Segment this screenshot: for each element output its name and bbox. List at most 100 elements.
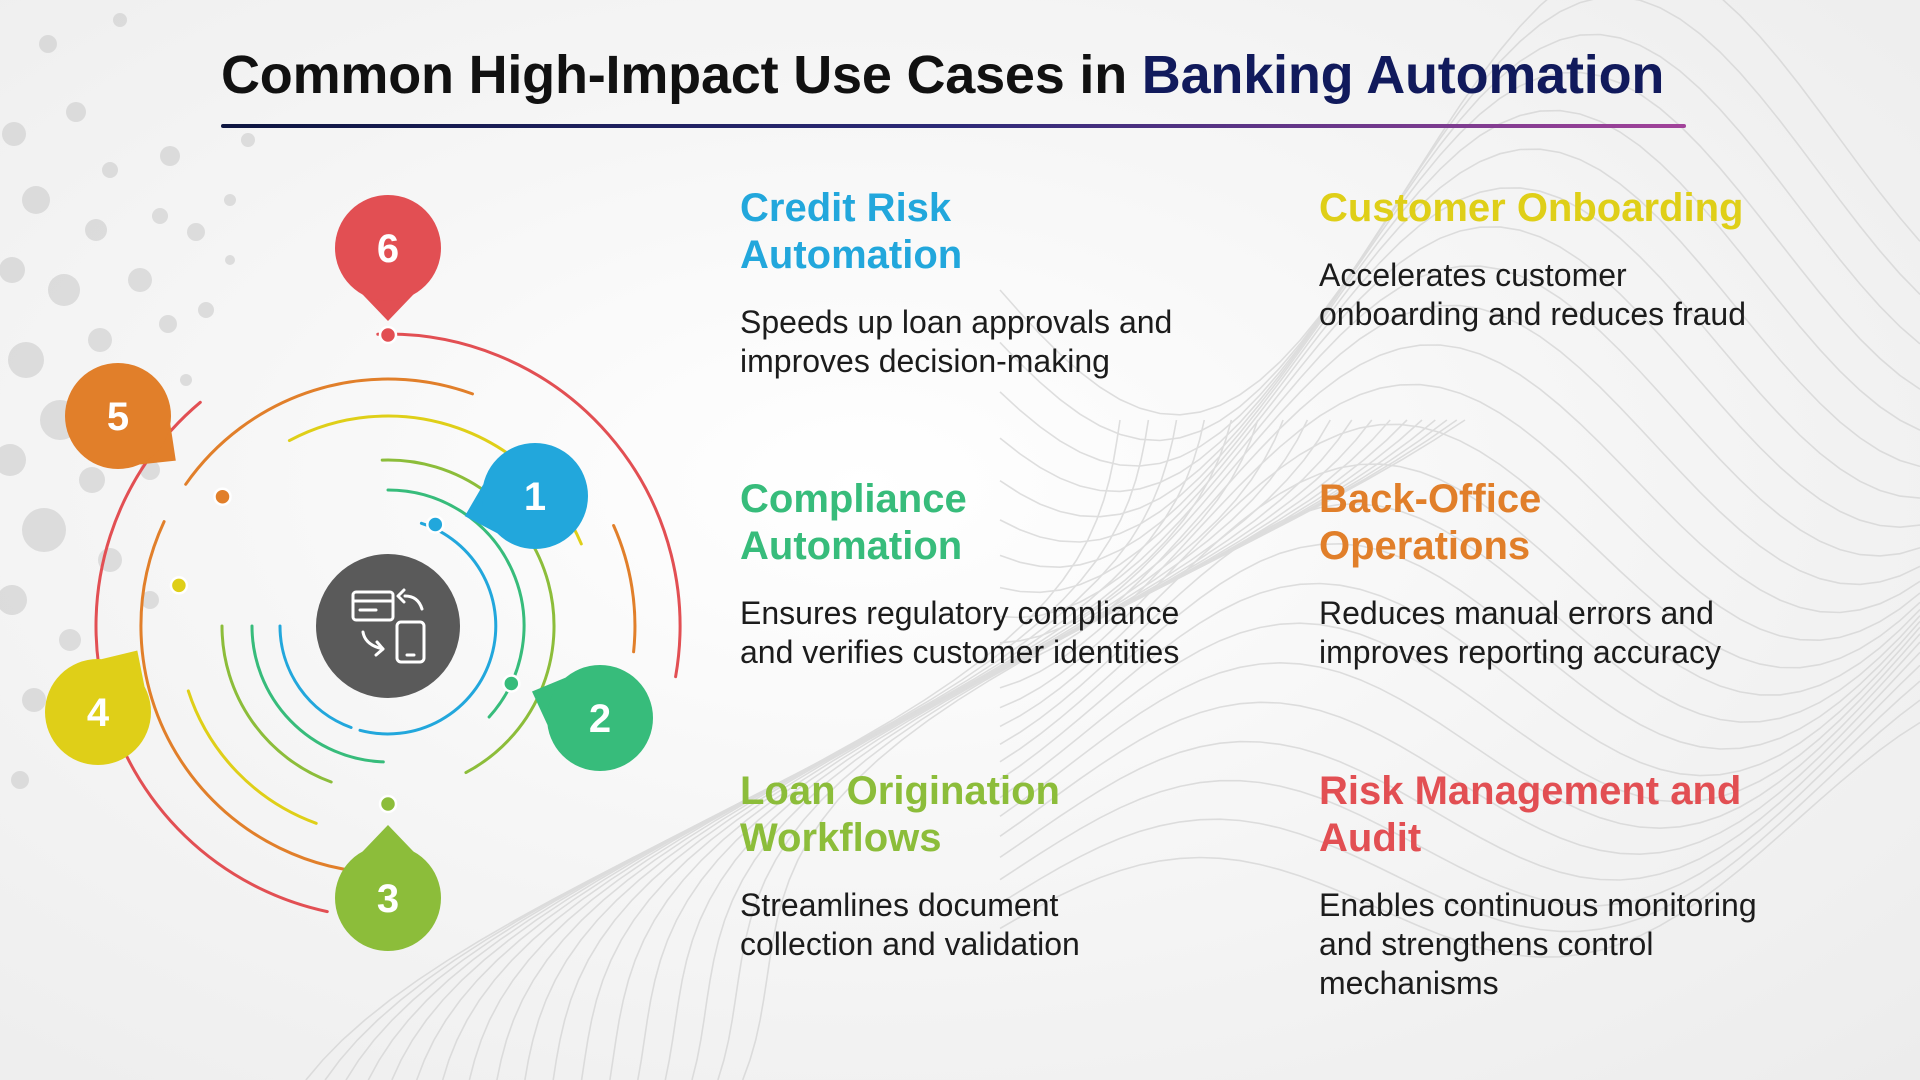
- background-wave-line: [999, 71, 1920, 493]
- banking-transfer-icon: [351, 588, 426, 664]
- marker-number: 2: [589, 697, 611, 741]
- ring-pin: [213, 487, 232, 506]
- use-case-risk-management: Risk Management and Audit Enables contin…: [1319, 768, 1759, 1003]
- title-underline: [221, 124, 1686, 128]
- marker-tail: [362, 825, 414, 852]
- background-dot: [128, 268, 152, 292]
- marker-2: 2: [502, 665, 653, 771]
- ring-pin: [426, 515, 445, 534]
- background-wave-line: [999, 622, 1920, 803]
- orbit-ring-6: [376, 332, 682, 679]
- use-case-description: Accelerates customer onboarding and redu…: [1319, 257, 1746, 332]
- use-case-title: Credit Risk Automation: [740, 186, 963, 277]
- use-case-credit-risk: Credit Risk Automation Speeds up loan ap…: [740, 185, 1180, 381]
- background-dot: [187, 223, 205, 241]
- background-dot: [22, 508, 66, 552]
- use-case-title: Back-Office Operations: [1319, 477, 1542, 568]
- background-dot: [180, 374, 192, 386]
- use-case-customer-onboarding: Customer Onboarding Accelerates customer…: [1319, 185, 1759, 334]
- orbit-ring-3: [380, 458, 556, 775]
- background-wave-line: [999, 699, 1920, 933]
- background-wave-line: [999, 33, 1920, 467]
- background-dot: [0, 257, 25, 283]
- background-wave-line: [999, 226, 1920, 594]
- orbit-ring-2: [250, 624, 385, 764]
- marker-number: 3: [377, 877, 399, 921]
- background-wave-line: [741, 419, 1466, 1080]
- marker-number: 4: [87, 691, 110, 735]
- orbit-ring-3: [220, 624, 333, 784]
- title-accent: Banking Automation: [1141, 45, 1665, 105]
- background-dot: [159, 315, 177, 333]
- marker-1: 1: [426, 443, 588, 549]
- background-wave-line: [999, 0, 1920, 442]
- background-wave-line: [999, 651, 1920, 856]
- background-wave-line: [999, 148, 1920, 543]
- ring-pin: [378, 794, 398, 814]
- background-wave-line: [999, 641, 1920, 830]
- use-case-compliance: Compliance Automation Ensures regulatory…: [740, 476, 1180, 672]
- use-case-description: Speeds up loan approvals and improves de…: [740, 304, 1173, 379]
- background-wave-line: [552, 419, 1373, 1080]
- use-case-title: Loan Origination Workflows: [740, 769, 1060, 860]
- marker-circle: [45, 659, 151, 765]
- orbit-diagram: 1 2 3 4 5 6: [45, 195, 682, 951]
- background-wave-line: [664, 419, 1436, 1080]
- background-dot: [88, 328, 112, 352]
- use-case-description: Enables continuous monitoring and streng…: [1319, 887, 1757, 1001]
- marker-6: 6: [335, 195, 441, 345]
- background-wave-line: [609, 419, 1408, 1080]
- background-dot: [198, 302, 214, 318]
- background-wave-line: [999, 0, 1920, 416]
- background-dot: [2, 122, 26, 146]
- background-dot: [160, 146, 180, 166]
- background-dot: [48, 274, 80, 306]
- background-wave-line: [999, 109, 1920, 518]
- orbit-ring-4: [186, 689, 318, 825]
- orbit-ring-5: [139, 520, 394, 875]
- orbit-ring-1: [278, 624, 353, 729]
- background-dot: [8, 342, 44, 378]
- background-dot: [0, 444, 26, 476]
- background-wave-line: [637, 419, 1423, 1080]
- orbit-ring-5: [612, 524, 637, 654]
- marker-5: 5: [65, 363, 232, 506]
- background-dot: [22, 688, 46, 712]
- background-wave-line: [999, 187, 1920, 569]
- background-dot: [102, 162, 118, 178]
- marker-3: 3: [335, 794, 441, 951]
- use-case-back-office: Back-Office Operations Reduces manual er…: [1319, 476, 1759, 672]
- background-dot: [11, 771, 29, 789]
- marker-circle: [547, 665, 653, 771]
- background-dot: [113, 13, 127, 27]
- background-dot: [241, 133, 255, 147]
- hub-circle: [316, 554, 460, 698]
- background-wave-line: [999, 664, 1920, 881]
- background-wave-line: [999, 503, 1920, 745]
- marker-number: 5: [107, 395, 129, 439]
- orbit-ring-1: [358, 521, 498, 736]
- background-dot: [224, 194, 236, 206]
- background-wave-line: [999, 265, 1920, 619]
- background-wave-line: [999, 383, 1920, 689]
- ring-pin: [169, 576, 189, 595]
- marker-number: 6: [377, 227, 399, 271]
- background-wave-line: [999, 542, 1920, 763]
- background-dot: [141, 591, 159, 609]
- use-case-title: Risk Management and Audit: [1319, 769, 1742, 860]
- background-wave-line: [999, 721, 1920, 958]
- page-title: Common High-Impact Use Cases in Banking …: [221, 44, 1664, 106]
- background-dot: [79, 467, 105, 493]
- background-wave-line: [999, 304, 1920, 644]
- marker-4: 4: [45, 576, 189, 765]
- background-dot: [22, 186, 50, 214]
- background-dot: [0, 585, 27, 615]
- background-dot: [39, 35, 57, 53]
- background-dot: [152, 208, 168, 224]
- background-wave-line: [305, 419, 1121, 1080]
- ring-pin: [378, 325, 398, 345]
- ring-pin: [502, 674, 521, 693]
- use-case-description: Reduces manual errors and improves repor…: [1319, 595, 1721, 670]
- use-case-title: Customer Onboarding: [1319, 186, 1744, 230]
- background-dot: [59, 629, 81, 651]
